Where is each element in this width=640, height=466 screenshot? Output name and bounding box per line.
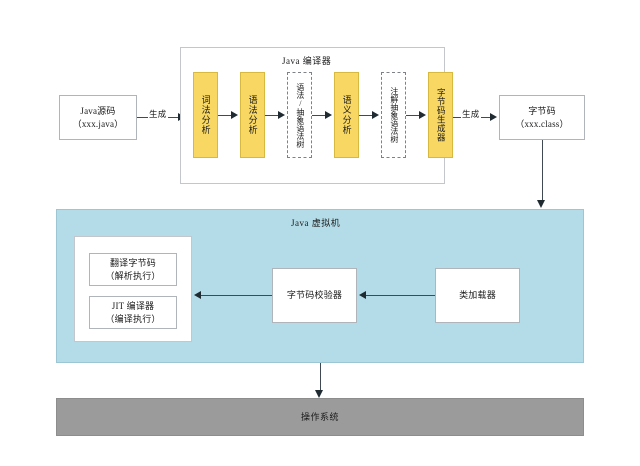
compiler-stage-bytecode-generator-label: 字节码生成器: [436, 88, 447, 142]
edge-bytecode-to-jvm-arrow: [537, 200, 545, 208]
edge-classloader-to-verifier-line: [365, 295, 435, 296]
operating-system-bar: 操作系统: [56, 398, 584, 436]
jvm-bytecode-verifier-label: 字节码校验器: [286, 290, 343, 301]
edge-stage4-to-stage5-line: [359, 115, 375, 116]
jvm-jit-compiler-box: JIT 编译器 （编译执行）: [89, 296, 177, 329]
compiler-stage-semantic-analysis-label: 语义分析: [341, 95, 352, 135]
edge-stage1-to-stage2-arrow: [231, 111, 238, 119]
edge-classloader-to-verifier-arrow: [359, 291, 366, 299]
java-compiler-title: Java 编译器: [282, 56, 332, 66]
compiler-artifact-annotated-syntax-tree: 注解抽象语法树: [381, 72, 406, 158]
edge-compiler-to-bytecode-label: 生成: [461, 108, 481, 120]
edge-bytecode-to-jvm-line: [542, 140, 543, 202]
bytecode-box: 字节码 （xxx.class）: [499, 95, 585, 140]
edge-source-to-compiler-label: 生成: [148, 108, 168, 120]
edge-jvm-to-os-arrow: [315, 390, 323, 398]
java-source-line1: Java源码: [80, 106, 116, 117]
edge-stage3-to-stage4-line: [312, 115, 328, 116]
edge-verifier-to-engine-arrow: [194, 291, 201, 299]
java-source-line2: （xxx.java）: [72, 118, 124, 129]
jvm-class-loader-label: 类加载器: [459, 290, 496, 301]
edge-stage1-to-stage2-line: [218, 115, 234, 116]
compiler-artifact-syntax-tree: 语法/抽象语法树: [287, 72, 312, 158]
edge-jvm-to-os-line: [320, 363, 321, 393]
jvm-title: Java 虚拟机: [291, 218, 341, 228]
compiler-stage-lexical-analysis: 词法分析: [193, 72, 218, 158]
edge-stage2-to-stage3-line: [265, 115, 281, 116]
java-source-box: Java源码 （xxx.java）: [59, 95, 137, 140]
edge-compiler-to-bytecode-arrow: [490, 113, 497, 121]
jvm-bytecode-verifier-box: 字节码校验器: [272, 268, 357, 323]
edge-stage3-to-stage4-arrow: [325, 111, 332, 119]
jvm-class-loader-box: 类加载器: [435, 268, 520, 323]
bytecode-line1: 字节码: [528, 106, 556, 117]
compiler-stage-syntax-analysis: 语法分析: [240, 72, 265, 158]
jvm-jit-compiler-line1: JIT 编译器: [111, 301, 155, 312]
edge-stage5-to-stage6-arrow: [419, 111, 426, 119]
compiler-stage-lexical-analysis-label: 词法分析: [200, 95, 211, 135]
jvm-interpreter-line1: 翻译字节码: [109, 258, 156, 269]
compiler-artifact-syntax-tree-label: 语法/抽象语法树: [295, 82, 305, 148]
jvm-interpreter-box: 翻译字节码 （解析执行）: [89, 253, 177, 286]
compiler-stage-semantic-analysis: 语义分析: [334, 72, 359, 158]
compiler-stage-bytecode-generator: 字节码生成器: [428, 72, 453, 158]
bytecode-line2: （xxx.class）: [515, 118, 569, 129]
edge-stage2-to-stage3-arrow: [278, 111, 285, 119]
edge-stage5-to-stage6-line: [406, 115, 422, 116]
compiler-artifact-annotated-syntax-tree-label: 注解抽象语法树: [389, 87, 399, 143]
jvm-interpreter-line2: （解析执行）: [105, 270, 161, 281]
compiler-stage-syntax-analysis-label: 语法分析: [247, 95, 258, 135]
edge-stage4-to-stage5-arrow: [372, 111, 379, 119]
jvm-jit-compiler-line2: （编译执行）: [105, 313, 161, 324]
operating-system-label: 操作系统: [300, 411, 339, 422]
edge-verifier-to-engine-line: [200, 295, 272, 296]
